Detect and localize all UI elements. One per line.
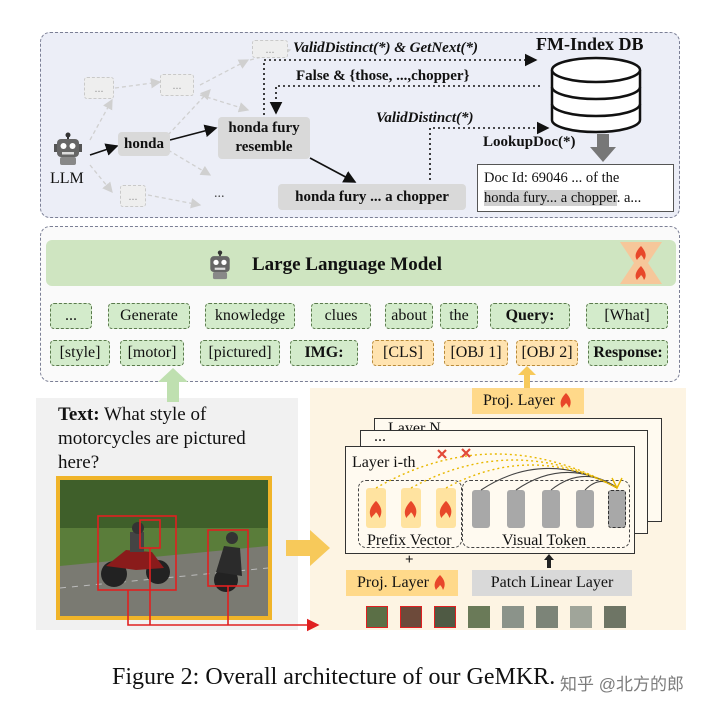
node-honda-fury-chopper: honda fury ... a chopper xyxy=(278,184,466,210)
token-query: Query: xyxy=(490,303,570,329)
text-label: Text: xyxy=(58,404,100,425)
trainable-llm-icon xyxy=(620,242,662,284)
db-title: FM-Index DB xyxy=(536,34,644,54)
token: Generate xyxy=(108,303,190,329)
flame-icon xyxy=(404,500,417,518)
node-line: resemble xyxy=(235,139,293,155)
proj-layer-label: Proj. Layer xyxy=(483,392,555,409)
token-cls: [CLS] xyxy=(372,340,434,366)
patch-thumbnail xyxy=(468,606,490,628)
flame-icon xyxy=(560,393,571,408)
patch-thumbnail xyxy=(434,606,456,628)
figure-caption: Figure 2: Overall architecture of our Ge… xyxy=(112,664,556,690)
llm-bar xyxy=(46,240,676,286)
database-icon xyxy=(550,56,642,134)
label-validdistinct-getnext: ValidDistinct(*) & GetNext(*) xyxy=(293,40,478,56)
llm-title: Large Language Model xyxy=(252,254,442,275)
doc-highlight: honda fury... a chopper xyxy=(484,190,617,206)
patch-thumbnail xyxy=(536,606,558,628)
token: [motor] xyxy=(120,340,184,366)
prefix-vector-group xyxy=(358,480,462,548)
patch-thumbnail xyxy=(604,606,626,628)
patch-thumbnail xyxy=(502,606,524,628)
token-obj1: [OBJ 1] xyxy=(444,340,508,366)
token: clues xyxy=(311,303,371,329)
patch-thumbnail xyxy=(400,606,422,628)
token: knowledge xyxy=(205,303,295,329)
layer-i-label: Layer i-th xyxy=(352,454,416,471)
up-arrow-icon xyxy=(544,554,554,568)
layer-dots: ... xyxy=(374,428,386,445)
patch-thumbnail xyxy=(366,606,388,628)
flame-icon xyxy=(434,575,445,590)
robot-icon xyxy=(54,132,82,165)
token-img: IMG: xyxy=(290,340,358,366)
visual-token-label: Visual Token xyxy=(502,532,587,549)
visual-token-group xyxy=(462,480,630,548)
visual-token xyxy=(576,490,594,528)
token-response: Response: xyxy=(588,340,668,366)
visual-token xyxy=(507,490,525,528)
x-mark-icon xyxy=(437,449,447,459)
plus-sign: + xyxy=(405,552,414,568)
up-arrow-icon xyxy=(518,366,536,388)
visual-token xyxy=(472,490,490,528)
token: [pictured] xyxy=(200,340,280,366)
token: [style] xyxy=(50,340,110,366)
prefix-vector-label: Prefix Vector xyxy=(367,532,452,549)
visual-token-last xyxy=(608,490,626,528)
token: about xyxy=(385,303,433,329)
motorcycle-image xyxy=(56,476,272,620)
doc-tail: . a... xyxy=(616,190,642,206)
down-arrow-icon xyxy=(590,134,616,162)
ellipsis: ... xyxy=(214,186,225,201)
node-honda-fury-resemble: honda fury resemble xyxy=(218,117,310,159)
proj-layer-label: Proj. Layer xyxy=(357,574,429,591)
token: the xyxy=(440,303,478,329)
label-lookupdoc: LookupDoc(*) xyxy=(483,134,576,150)
ghost-node: ... xyxy=(84,77,114,99)
token: [What] xyxy=(586,303,668,329)
robot-icon xyxy=(210,250,230,280)
x-mark-icon xyxy=(461,448,471,458)
patch-thumbnail xyxy=(570,606,592,628)
ghost-node: ... xyxy=(120,185,146,207)
token-obj2: [OBJ 2] xyxy=(516,340,578,366)
proj-layer-top: Proj. Layer xyxy=(472,388,584,414)
doc-box: Doc Id: 69046 ... of the honda fury... a… xyxy=(477,164,674,212)
label-validdistinct: ValidDistinct(*) xyxy=(376,110,474,126)
visual-token xyxy=(542,490,560,528)
label-false-set: False & {those, ...,chopper} xyxy=(296,68,470,84)
patch-linear-layer: Patch Linear Layer xyxy=(472,570,632,596)
text-body: What style of motorcycles are pictured h… xyxy=(58,404,246,473)
up-arrow-icon xyxy=(158,368,188,402)
doc-line: honda fury... a chopper. a... xyxy=(484,188,667,208)
flame-icon xyxy=(369,500,382,518)
token: ... xyxy=(50,303,92,329)
bbox-obj1 xyxy=(97,515,177,591)
doc-line: Doc Id: 69046 ... of the xyxy=(484,170,620,186)
watermark: 知乎 @北方的郎 xyxy=(560,675,684,694)
llm-label: LLM xyxy=(50,170,84,187)
ghost-node: ... xyxy=(160,74,194,96)
flame-icon xyxy=(439,500,452,518)
ghost-node: ... xyxy=(252,40,288,58)
flame-icon xyxy=(635,246,646,260)
proj-layer-bottom: Proj. Layer xyxy=(346,570,458,596)
query-text: Text: What style of motorcycles are pict… xyxy=(58,403,290,475)
node-line: honda fury xyxy=(228,120,300,136)
flame-icon xyxy=(635,266,646,280)
node-honda: honda xyxy=(118,132,170,156)
right-arrow-icon xyxy=(286,530,330,566)
